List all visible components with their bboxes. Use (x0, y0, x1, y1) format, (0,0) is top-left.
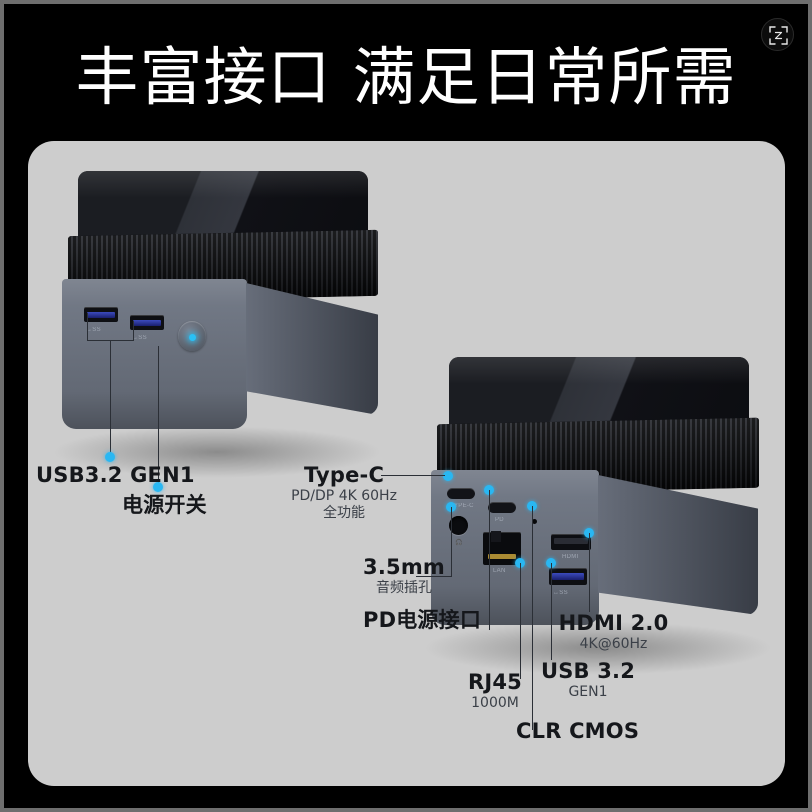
usb-a-port (549, 568, 587, 585)
callout-audio-title: 3.5mm (363, 555, 445, 579)
device-1-lid (78, 171, 368, 249)
callout-usb32-sub: GEN1 (568, 684, 608, 700)
callout-usb32: USB 3.2 GEN1 (538, 659, 638, 701)
usb-leader-line (110, 340, 112, 457)
usb-a-glyph: ↔SS (553, 590, 568, 596)
audio-jack-port (449, 516, 468, 535)
device-2-body: TYPE-C 🎧 PD LAN HDMI (431, 470, 599, 625)
pd-power-leader-line (489, 490, 491, 630)
device-2-side-face (598, 475, 758, 615)
usb32-leader-line (551, 563, 553, 660)
rj45-leader-line (520, 563, 522, 679)
callout-power-switch: 电源开关 (122, 493, 207, 518)
power-leader-line (158, 346, 160, 487)
device-1-side-face (246, 283, 378, 415)
type-c-dot (443, 471, 453, 481)
callout-type-c-sub2: 全功能 (323, 505, 365, 521)
hdmi-glyph: HDMI (562, 554, 579, 560)
audio-jack-glyph: 🎧 (455, 540, 463, 546)
side-shading (246, 283, 378, 415)
clr-cmos-pinhole (532, 519, 537, 524)
rj45-pins (488, 554, 516, 560)
callout-usb32gen1: USB3.2 GEN1 (36, 463, 195, 488)
type-c-port (447, 488, 475, 499)
product-stage: ↔SS ↔SS USB3.2 GEN1 (28, 141, 785, 786)
device-1-body: ↔SS ↔SS (62, 279, 247, 429)
usb-a-port-left (84, 307, 118, 322)
pd-power-glyph: PD (495, 517, 504, 523)
callout-usb32gen1-title: USB3.2 GEN1 (36, 463, 195, 487)
callout-type-c: Type-C PD/DP 4K 60Hz 全功能 (284, 463, 404, 522)
device-front-view: ↔SS ↔SS (62, 171, 392, 461)
callout-audio-sub: 音频插孔 (376, 580, 432, 596)
callout-rj45-title: RJ45 (467, 670, 522, 694)
callout-clr-cmos-title: CLR CMOS (516, 719, 640, 743)
pd-power-port (488, 502, 516, 513)
lid-highlight (449, 357, 749, 385)
usb-callout-dot (105, 452, 115, 462)
callout-clr-cmos: CLR CMOS (516, 719, 639, 744)
callout-hdmi: HDMI 2.0 4K@60Hz (556, 611, 671, 653)
type-c-glyph: TYPE-C (450, 503, 474, 509)
callout-type-c-sub: PD/DP 4K 60Hz (291, 488, 397, 504)
callout-hdmi-sub: 4K@60Hz (579, 636, 648, 652)
device-2-shadow (423, 621, 773, 675)
callout-type-c-title: Type-C (303, 463, 385, 487)
usb-tongue (133, 319, 161, 326)
hdmi-port (551, 534, 591, 550)
rj45-clip (491, 531, 502, 543)
callout-audio: 3.5mm 音频插孔 (358, 555, 450, 597)
lid-highlight (78, 171, 368, 198)
device-rear-view: TYPE-C 🎧 PD LAN HDMI (431, 357, 781, 657)
side-shading (598, 475, 758, 615)
header-banner: 丰富接口 满足日常所需 (4, 4, 808, 141)
power-callout-dot (153, 482, 163, 492)
callout-pd-power-title: PD电源接口 (363, 608, 482, 632)
audio-jack-leader-line (451, 507, 453, 577)
usb-a-port-right (130, 315, 164, 330)
hdmi-inner-bar (554, 538, 588, 545)
hdmi-leader-line (589, 533, 591, 612)
callout-rj45: RJ45 1000M (460, 670, 530, 712)
scan-frame-glyph (769, 26, 788, 45)
type-c-leader-line (381, 475, 445, 477)
callout-power-switch-title: 电源开关 (122, 493, 207, 517)
callout-pd-power: PD电源接口 (363, 608, 481, 633)
page-title: 丰富接口 满足日常所需 (75, 41, 737, 114)
power-led (189, 334, 196, 341)
usb-left-glyph: ↔SS (86, 327, 101, 333)
callout-usb32-title: USB 3.2 (540, 659, 636, 683)
clr-cmos-leader-line (532, 506, 534, 730)
usb-bracket-right-stem (133, 321, 135, 341)
callout-hdmi-title: HDMI 2.0 (558, 611, 669, 635)
usb-tongue (87, 311, 115, 318)
usb-right-glyph: ↔SS (132, 335, 147, 341)
audio-jack-leader-tail (416, 576, 452, 578)
usb-tongue (552, 573, 584, 580)
body-shading (62, 279, 247, 429)
callout-rj45-sub: 1000M (471, 695, 519, 711)
rj45-glyph: LAN (493, 568, 506, 574)
usb-bracket-left-stem (87, 313, 89, 341)
scan-frame-icon[interactable] (761, 18, 794, 51)
